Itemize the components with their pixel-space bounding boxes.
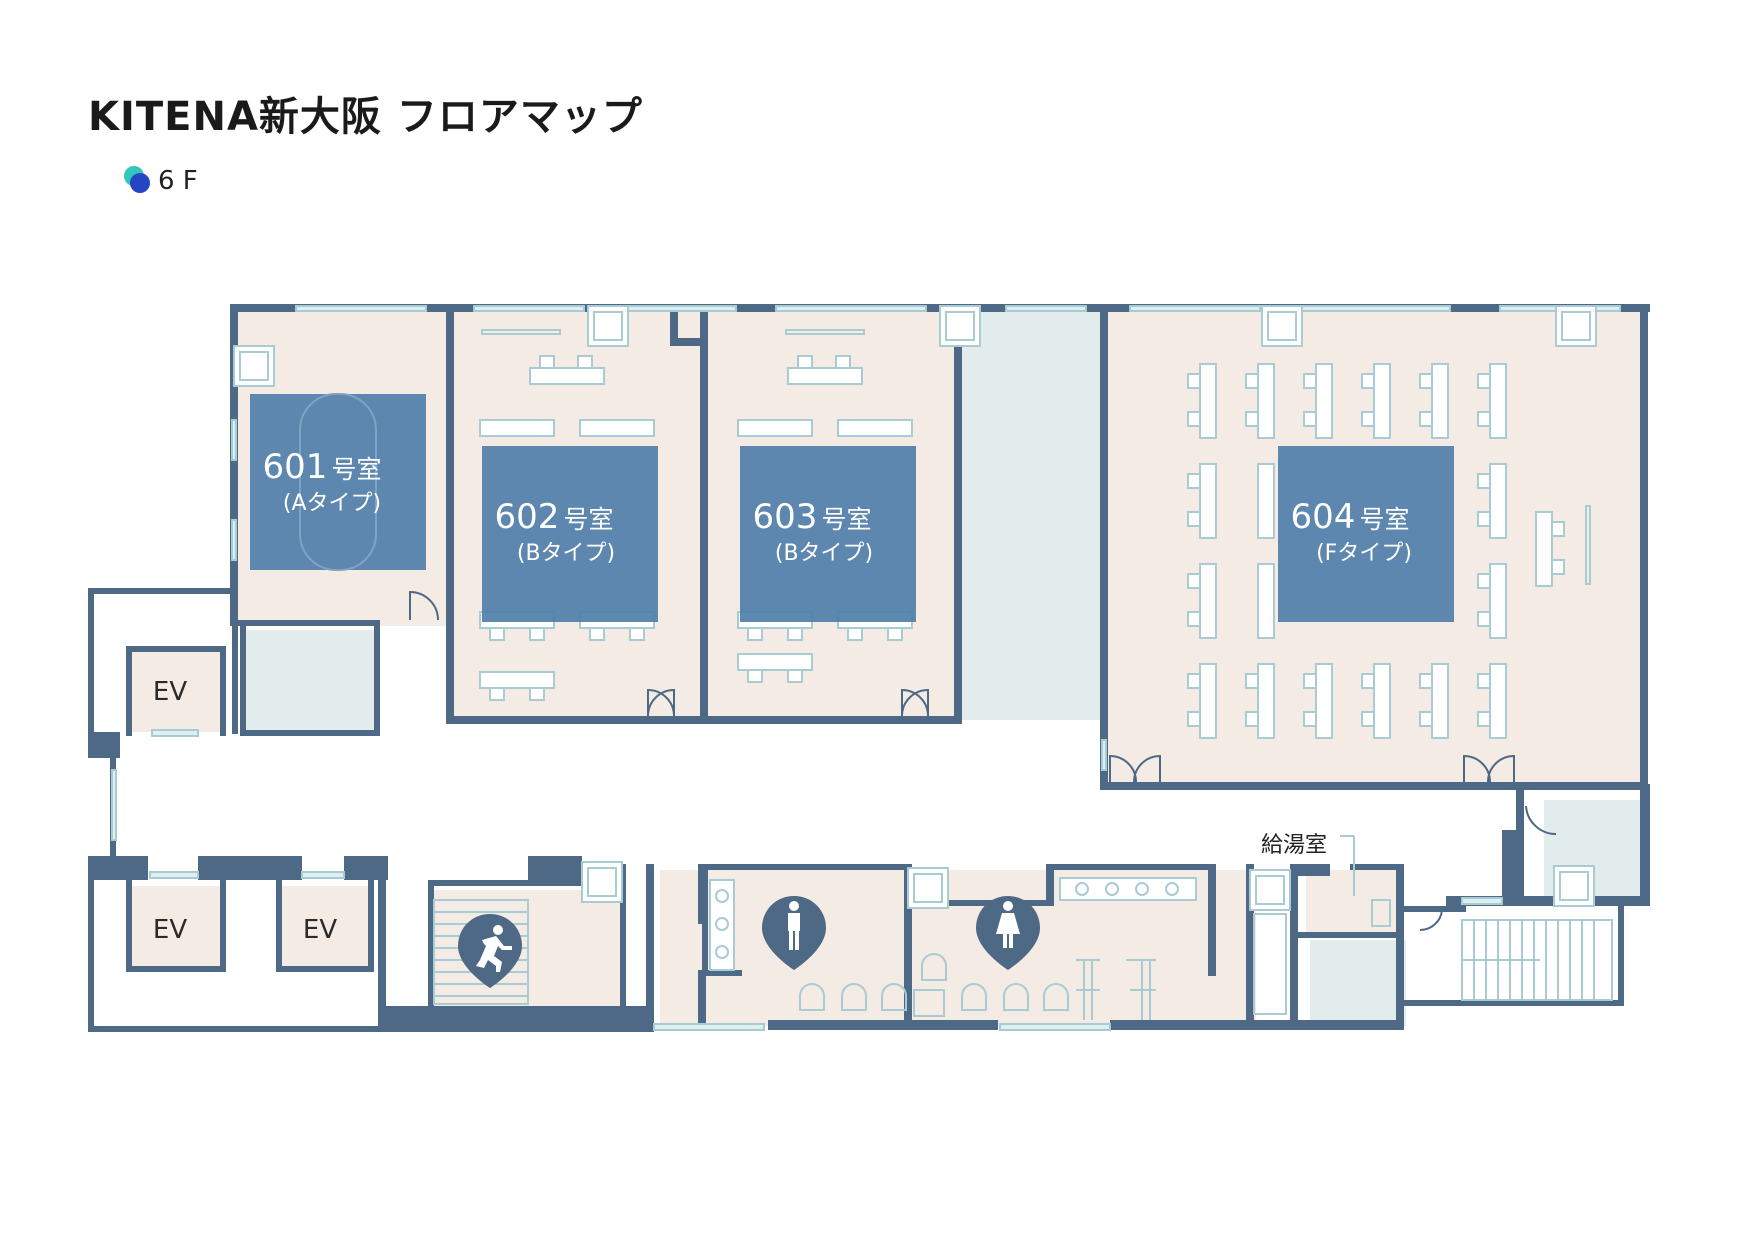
- room-601-number: 601: [263, 447, 328, 487]
- elevator-label: EV: [153, 915, 187, 945]
- elevator-label: EV: [153, 677, 187, 707]
- room-601-suffix: 号室: [331, 455, 381, 484]
- room-601-type: (Aタイプ): [283, 491, 381, 516]
- room-604-suffix: 号室: [1359, 505, 1409, 534]
- womens-restroom-icon: [976, 896, 1040, 970]
- floor-dot-icon: [124, 166, 152, 196]
- emergency-exit-icon: [458, 914, 522, 988]
- mens-restroom-icon: [762, 896, 826, 970]
- room-603-type: (Bタイプ): [775, 541, 873, 566]
- room-602-type: (Bタイプ): [517, 541, 615, 566]
- room-603-number: 603: [753, 497, 818, 537]
- floor-label: 6 F: [158, 166, 198, 196]
- room-602-number: 602: [495, 497, 560, 537]
- kitchen-label: 給湯室: [1261, 833, 1327, 858]
- page-title: KITENA新大阪 フロアマップ: [88, 94, 643, 140]
- floor-indicator: 6 F: [124, 166, 198, 196]
- room-604-type: (Fタイプ): [1316, 541, 1412, 566]
- room-602-suffix: 号室: [563, 505, 613, 534]
- room-603-suffix: 号室: [821, 505, 871, 534]
- room-604-number: 604: [1291, 497, 1356, 537]
- elevator-label: EV: [303, 915, 337, 945]
